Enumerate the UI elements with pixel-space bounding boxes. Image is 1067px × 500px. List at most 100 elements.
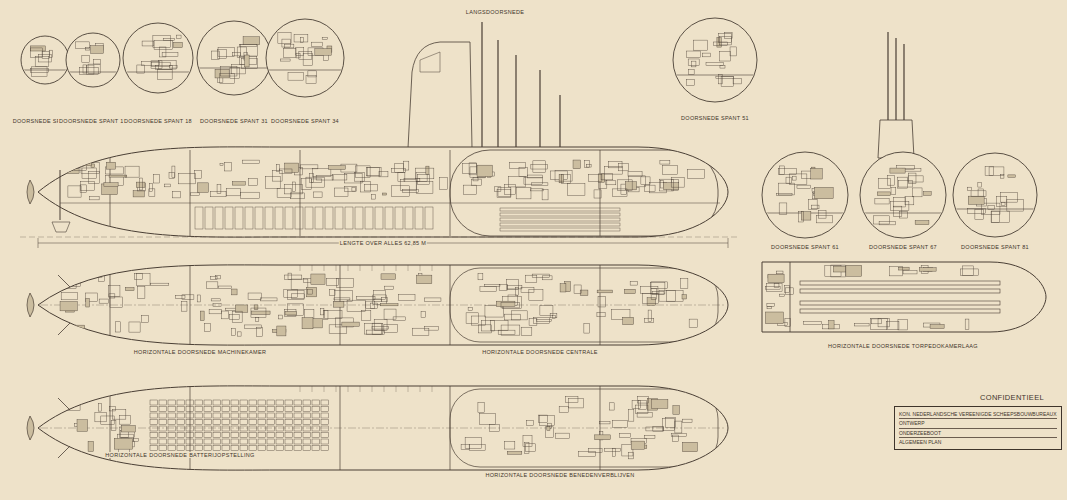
- machinery-detail: [215, 276, 220, 279]
- torpedo-rack: [500, 213, 620, 216]
- battery-cell: [177, 407, 185, 412]
- berth-detail: [578, 451, 595, 456]
- frame-line: [432, 386, 433, 392]
- machinery-detail: [232, 289, 237, 295]
- frame-line: [324, 265, 325, 271]
- battery-cell: [303, 439, 311, 444]
- machinery-detail: [440, 178, 448, 190]
- cross-section: [762, 152, 848, 238]
- section-detail: [716, 76, 734, 78]
- machinery-detail: [374, 291, 386, 300]
- rack-detail: [963, 266, 974, 275]
- equipment-detail: [529, 290, 543, 301]
- section-detail: [35, 57, 49, 67]
- machinery-detail: [110, 297, 123, 308]
- machinery-detail: [333, 302, 344, 308]
- section-detail: [694, 40, 708, 50]
- machinery-detail: [279, 315, 283, 319]
- section-detail: [231, 64, 245, 74]
- section-detail: [686, 51, 700, 57]
- battery-cell: [385, 207, 393, 229]
- machinery-detail: [129, 322, 140, 332]
- section-detail: [811, 169, 823, 179]
- battery-cell: [245, 207, 253, 229]
- rack-detail: [831, 265, 846, 277]
- section-detail: [87, 65, 94, 74]
- section-detail: [83, 65, 87, 73]
- section-detail: [818, 210, 826, 218]
- machinery-detail: [307, 287, 317, 296]
- section-detail: [714, 42, 728, 46]
- battery-cell: [240, 420, 248, 425]
- battery-cell: [276, 407, 284, 412]
- machinery-detail: [204, 324, 210, 332]
- machinery-detail: [279, 169, 292, 173]
- equipment-detail: [559, 174, 563, 182]
- frame-line: [300, 265, 301, 271]
- section-detail: [159, 61, 177, 69]
- equipment-detail: [574, 285, 581, 294]
- machinery-detail: [257, 327, 263, 336]
- pressure-hull-forward: [450, 150, 718, 236]
- battery-cell: [168, 413, 176, 418]
- machinery-detail: [108, 286, 120, 297]
- machinery-detail: [372, 327, 389, 329]
- equipment-detail: [589, 174, 602, 181]
- battery-cell: [150, 413, 158, 418]
- equipment-detail: [528, 175, 543, 178]
- battery-cell: [231, 420, 239, 425]
- equipment-detail: [689, 319, 697, 327]
- bulkhead-line: [600, 386, 601, 470]
- section-detail: [718, 74, 722, 84]
- periscope-mast: [497, 40, 498, 148]
- battery-cell: [240, 433, 248, 438]
- berth-detail: [505, 442, 515, 449]
- drawing-label: LANGSDOORSNEDE: [465, 9, 525, 15]
- machinery-detail: [260, 298, 277, 301]
- rack-detail: [870, 318, 887, 329]
- battery-cell: [150, 420, 158, 425]
- section-detail: [151, 61, 162, 69]
- rudder: [60, 170, 61, 220]
- berth-detail: [610, 403, 615, 410]
- section-detail: [220, 66, 237, 76]
- section-detail: [284, 44, 294, 48]
- machinery-detail: [99, 275, 102, 278]
- battery-cell: [168, 446, 176, 451]
- machinery-detail: [109, 175, 127, 177]
- section-detail: [792, 176, 796, 180]
- battery-cell: [294, 400, 302, 405]
- equipment-detail: [667, 291, 684, 302]
- battery-cell: [325, 207, 333, 229]
- machinery-detail: [136, 182, 145, 187]
- section-detail: [288, 72, 303, 80]
- berth-detail: [652, 399, 668, 408]
- machinery-detail: [72, 164, 86, 171]
- berth-detail: [478, 403, 484, 413]
- equipment-detail: [682, 295, 687, 299]
- battery-cell: [204, 439, 212, 444]
- machinery-detail: [137, 287, 145, 299]
- machinery-detail: [217, 185, 221, 194]
- equipment-detail: [111, 420, 116, 430]
- berth-detail: [469, 444, 485, 450]
- section-detail: [985, 166, 994, 175]
- battery-cell: [168, 420, 176, 425]
- equipment-detail: [550, 313, 557, 317]
- battery-cell: [258, 446, 266, 451]
- battery-cell: [150, 439, 158, 444]
- battery-cell: [335, 207, 343, 229]
- pressure-hull-forward: [450, 268, 718, 342]
- machinery-detail: [393, 317, 405, 321]
- machinery-detail: [421, 311, 426, 317]
- machinery-detail: [133, 191, 144, 197]
- battery-cell: [231, 433, 239, 438]
- battery-cell: [204, 400, 212, 405]
- machinery-detail: [207, 282, 218, 289]
- battery-cell: [276, 400, 284, 405]
- deck-line: [21, 70, 69, 71]
- section-detail: [799, 212, 803, 222]
- equipment-detail: [468, 307, 472, 310]
- battery-cell: [222, 413, 230, 418]
- battery-cell: [258, 420, 266, 425]
